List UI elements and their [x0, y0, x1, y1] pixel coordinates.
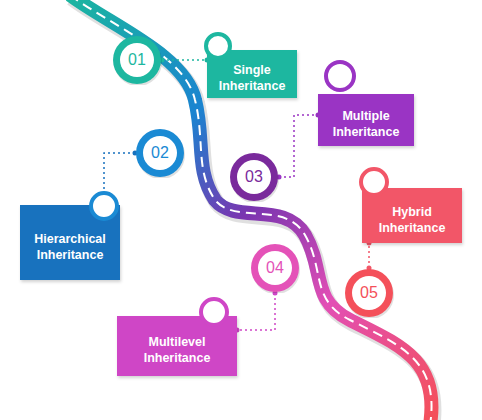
leader-path — [368, 243, 370, 268]
leader-path — [104, 153, 135, 205]
box-label: Single Inheritance — [207, 63, 297, 94]
circle-inner — [352, 276, 386, 310]
step-number-circle: 03 — [229, 152, 279, 202]
leader-line — [235, 291, 278, 333]
box-badge — [326, 62, 354, 90]
step-number: 03 — [245, 168, 263, 186]
inheritance-box: Single Inheritance — [207, 50, 297, 98]
step-number-circle: 02 — [135, 128, 185, 178]
leader-path — [237, 293, 275, 330]
step-number: 01 — [128, 51, 146, 69]
inheritance-box: Multilevel Inheritance — [117, 316, 237, 376]
circle-ring — [345, 269, 393, 317]
leader-line — [277, 113, 321, 180]
text-block: Hybrid Inheritance — [362, 205, 462, 236]
step-number: 05 — [360, 284, 378, 302]
text-block: Multiple Inheritance — [318, 109, 414, 140]
inheritance-box: Hybrid Inheritance — [362, 188, 462, 243]
text-block: 03 — [245, 168, 263, 186]
box-label: Hierarchical Inheritance — [20, 232, 120, 263]
text-block: 04 — [266, 259, 284, 277]
text-block: 05 — [360, 284, 378, 302]
circle-inner — [258, 251, 292, 285]
step-number: 02 — [151, 144, 169, 162]
box-label: Hybrid Inheritance — [362, 205, 462, 236]
circle-inner — [120, 43, 154, 77]
step-number-circle: 05 — [344, 268, 394, 318]
step-number-circle: 04 — [250, 243, 300, 293]
circle-ring — [251, 244, 299, 292]
step-number: 04 — [266, 259, 284, 277]
leader-path — [162, 59, 207, 61]
text-block: Hierarchical Inheritance — [20, 232, 120, 263]
text-block: 01 — [128, 51, 146, 69]
leader-path — [279, 115, 318, 177]
text-block: Single Inheritance — [207, 63, 297, 94]
circle-inner — [143, 136, 177, 170]
leader-line — [160, 58, 210, 63]
step-number-circle: 01 — [112, 35, 162, 85]
circle-inner — [237, 160, 271, 194]
text-block: Multilevel Inheritance — [117, 335, 237, 366]
inheritance-box: Hierarchical Inheritance — [20, 205, 120, 280]
box-label: Multilevel Inheritance — [117, 335, 237, 366]
leader-line — [102, 151, 138, 208]
circle-ring — [136, 129, 184, 177]
leader-line — [367, 241, 372, 271]
circle-ring — [230, 153, 278, 201]
text-block: 02 — [151, 144, 169, 162]
circle-ring — [113, 36, 161, 84]
box-label: Multiple Inheritance — [318, 109, 414, 140]
inheritance-box: Multiple Inheritance — [318, 94, 414, 146]
